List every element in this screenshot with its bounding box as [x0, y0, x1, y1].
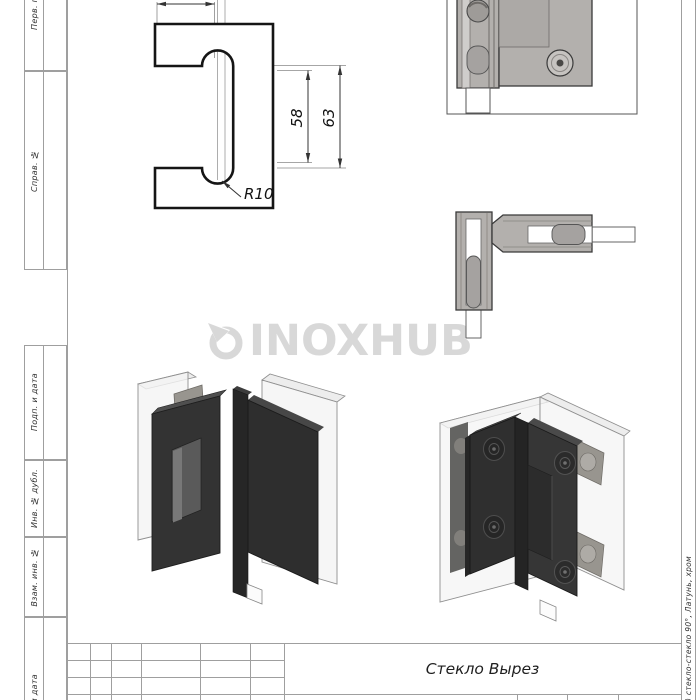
titleblock-col-line — [567, 694, 568, 700]
glass-cutout-view: 58 63 R10 — [153, 0, 346, 210]
sidebar-box-sprav-no: Справ. № — [24, 71, 67, 270]
dim-r10: R10 — [244, 185, 274, 203]
hinge-3d-view-right — [439, 392, 631, 622]
titleblock-col-line — [618, 694, 619, 700]
titleblock-col-line — [141, 643, 142, 700]
watermark-text: INOXHUB — [249, 315, 473, 366]
titleblock-col-line — [250, 643, 251, 700]
hinge-top-view — [455, 211, 636, 339]
titleblock-row-line — [67, 677, 284, 678]
titleblock-row-line — [67, 660, 284, 661]
frame-right-inner-line — [681, 0, 682, 700]
hinge-3d-view-left — [136, 371, 346, 605]
dim-63: 63 — [320, 108, 338, 127]
watermark: INOXHUB — [206, 315, 473, 366]
titleblock-row-line — [67, 694, 681, 695]
titleblock-col-line — [200, 643, 201, 700]
sidebar-box-perv-primen: Перв. примен. — [24, 0, 67, 71]
sidebar-box-vzam-inv-no: Взам. инв. № — [24, 537, 67, 617]
frame-right-outer-line — [695, 0, 696, 700]
frame-left-line — [67, 0, 68, 700]
sidebar-box-inv-no-dubl: Инв. № дубл. — [24, 460, 67, 537]
sidebar-box-podp-i-data: Подп. и дата — [24, 345, 67, 460]
sidebar-box-podp-i-data-2: Подп. и дата — [24, 617, 67, 700]
titleblock-col-line — [284, 643, 285, 700]
inoxhub-logo-icon — [207, 322, 243, 360]
part-name: Стекло Вырез — [425, 659, 540, 678]
dim-58: 58 — [288, 108, 306, 127]
hinge-front-view — [446, 0, 638, 115]
titleblock-col-line — [517, 694, 518, 700]
titleblock-col-line — [90, 643, 91, 700]
titleblock-top-line — [67, 643, 681, 644]
titleblock-col-line — [111, 643, 112, 700]
